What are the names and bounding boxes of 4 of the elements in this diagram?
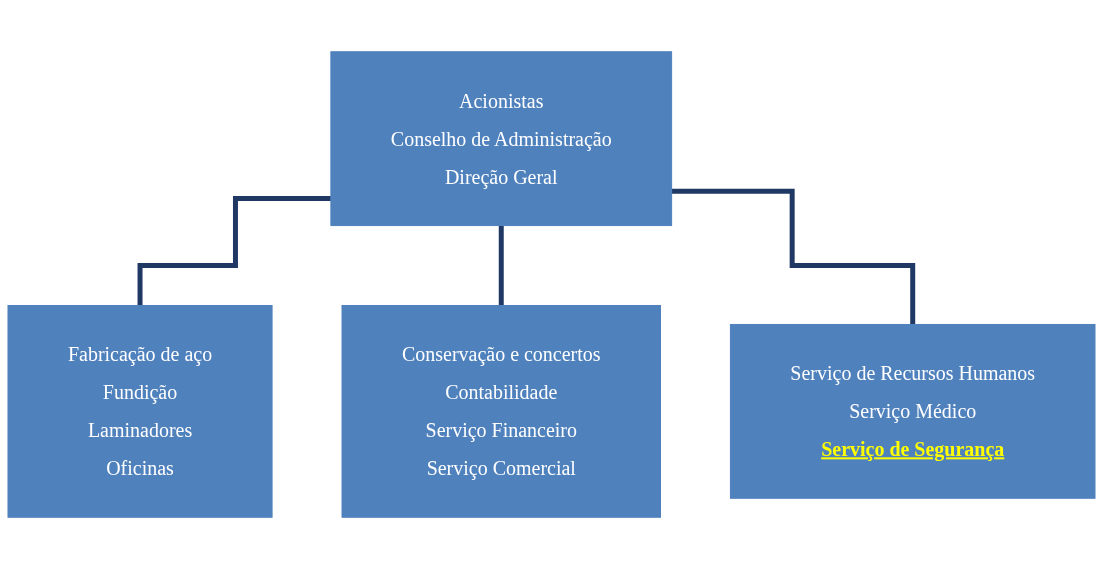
node-box: Fabricação de aço Fundição Laminadores Oficinas [7,305,273,518]
node-box: Conservação e concertos Contabilidade Serviço Financeiro Serviço Comercial [341,305,661,518]
node-box: Acionistas Conselho de Administração Direção Geral [330,51,673,227]
node-box: Serviço de Recursos Humanos Serviço Médico Serviço de Segurança [729,323,1096,499]
